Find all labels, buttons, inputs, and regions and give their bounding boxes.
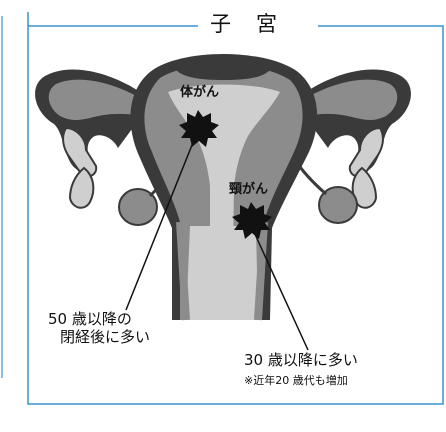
fimbriae-left bbox=[62, 126, 98, 209]
cervical-subnote: ※近年20 歳代も増加 bbox=[244, 374, 348, 387]
frame-line bbox=[27, 12, 444, 405]
body-cancer-leader bbox=[125, 134, 197, 311]
cervical-cancer-tumor bbox=[232, 202, 272, 239]
ovary-right bbox=[318, 186, 358, 224]
body-note-line1: 50 歳以降の bbox=[48, 310, 132, 328]
ovary-left bbox=[118, 188, 158, 226]
cervix-wall-left bbox=[176, 221, 190, 321]
tube-inner-left bbox=[48, 79, 140, 120]
diagram-title: 子 宮 bbox=[204, 14, 285, 35]
cervix-wall-right bbox=[254, 221, 268, 321]
body-cancer-label: 体がん bbox=[180, 85, 220, 100]
cervical-cancer-label: 頸がん bbox=[229, 182, 269, 197]
tube-inner-right bbox=[306, 79, 398, 120]
cervical-cancer-leader bbox=[253, 231, 309, 351]
cervical-note: 30 歳以降に多い bbox=[244, 351, 358, 369]
cervix bbox=[186, 226, 258, 320]
uterine-cavity bbox=[168, 84, 280, 320]
body-note-line2: 閉経後に多い bbox=[60, 328, 151, 346]
fimbriae-right bbox=[348, 126, 384, 209]
fundus bbox=[176, 62, 270, 80]
body-cancer-tumor bbox=[179, 110, 219, 147]
